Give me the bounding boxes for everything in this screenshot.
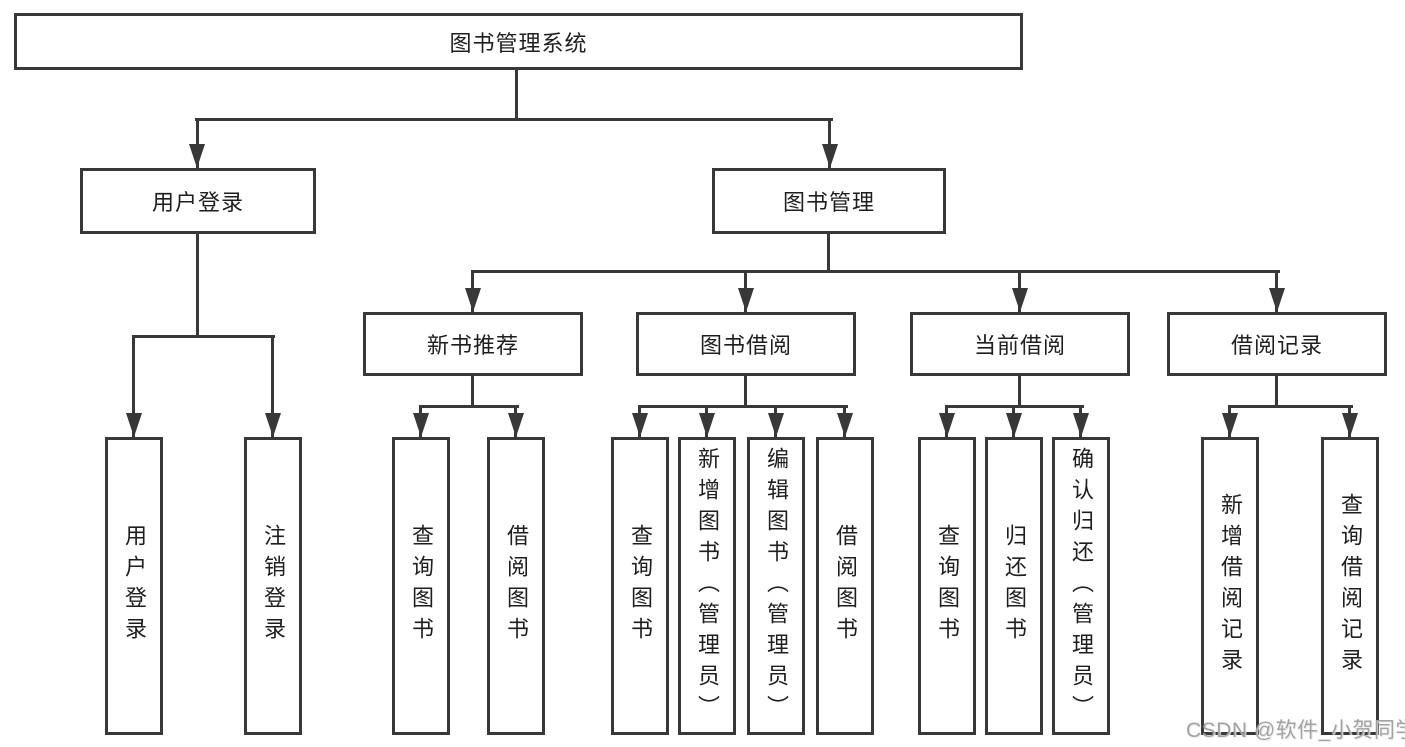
arrow-down-icon xyxy=(1342,413,1358,437)
leaf-borrow-books: 借阅图书 xyxy=(816,437,874,735)
node-user-login: 用户登录 xyxy=(80,168,316,234)
arrow-down-icon xyxy=(465,288,481,312)
leaf-query-borrow-record: 查询借阅记录 xyxy=(1321,437,1379,735)
leaf-edit-book-admin: 编辑图书（管理员） xyxy=(747,437,805,735)
arrow-down-icon xyxy=(1006,413,1022,437)
node-borrow-records: 借阅记录 xyxy=(1167,312,1387,376)
arrow-down-icon xyxy=(632,413,648,437)
leaf-confirm-return-admin: 确认归还（管理员） xyxy=(1052,437,1110,735)
connector-line xyxy=(471,270,1280,273)
connector-line xyxy=(419,405,519,408)
leaf-query-books-borrow: 查询图书 xyxy=(611,437,669,735)
arrow-down-icon xyxy=(738,288,754,312)
arrow-down-icon xyxy=(1222,413,1238,437)
arrow-down-icon xyxy=(1073,413,1089,437)
connector-line xyxy=(271,335,274,437)
leaf-user-login: 用户登录 xyxy=(105,437,163,735)
csdn-watermark: CSDN @软件_小贺同学 xyxy=(1186,719,1405,742)
node-current-borrow: 当前借阅 xyxy=(910,312,1130,376)
connector-line xyxy=(132,335,135,437)
connector-line xyxy=(195,118,833,121)
arrow-down-icon xyxy=(413,413,429,437)
connector-line xyxy=(515,69,518,121)
arrow-down-icon xyxy=(1269,288,1285,312)
leaf-query-books-recommend: 查询图书 xyxy=(392,437,450,735)
connector-line xyxy=(1018,376,1021,408)
arrow-down-icon xyxy=(837,413,853,437)
arrow-down-icon xyxy=(126,413,142,437)
connector-line xyxy=(744,376,747,408)
arrow-down-icon xyxy=(1012,288,1028,312)
arrow-down-icon xyxy=(939,413,955,437)
node-root: 图书管理系统 xyxy=(14,13,1023,70)
connector-line xyxy=(196,234,199,338)
node-new-book-recommend: 新书推荐 xyxy=(363,312,583,376)
connector-line xyxy=(471,376,474,408)
leaf-add-book-admin: 新增图书（管理员） xyxy=(678,437,736,735)
leaf-return-book: 归还图书 xyxy=(985,437,1043,735)
arrow-down-icon xyxy=(265,413,281,437)
leaf-borrow-books-recommend: 借阅图书 xyxy=(487,437,545,735)
connector-line xyxy=(638,405,848,408)
arrow-down-icon xyxy=(699,413,715,437)
node-book-borrow: 图书借阅 xyxy=(636,312,856,376)
connector-line xyxy=(132,335,275,338)
leaf-add-borrow-record: 新增借阅记录 xyxy=(1201,437,1259,735)
arrow-down-icon xyxy=(508,413,524,437)
leaf-logout: 注销登录 xyxy=(244,437,302,735)
leaf-query-books-current: 查询图书 xyxy=(918,437,976,735)
connector-line xyxy=(827,234,830,273)
arrow-down-icon xyxy=(189,144,205,168)
connector-line xyxy=(1228,405,1353,408)
node-book-management: 图书管理 xyxy=(712,168,946,234)
arrow-down-icon xyxy=(768,413,784,437)
connector-line xyxy=(1275,376,1278,408)
arrow-down-icon xyxy=(822,144,838,168)
